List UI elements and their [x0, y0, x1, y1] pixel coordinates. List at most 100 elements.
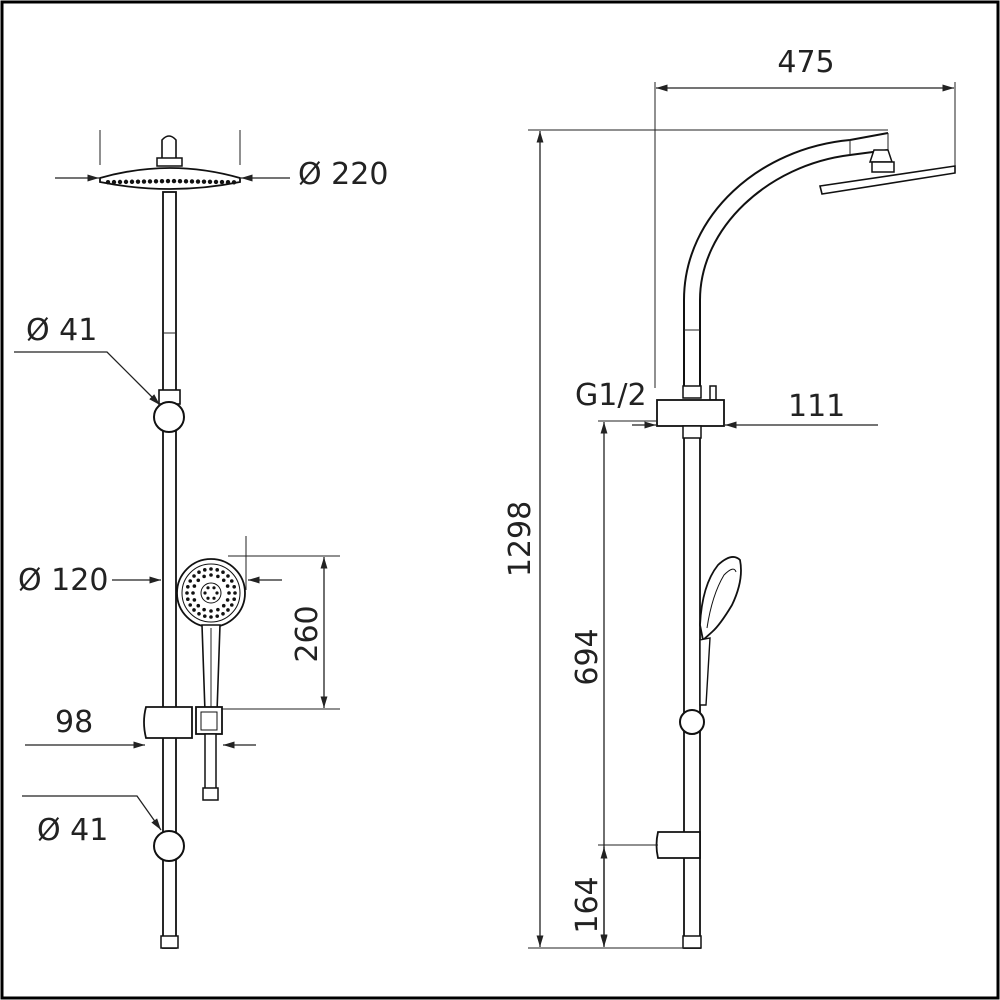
hand-nozzle: [186, 584, 190, 589]
rain-nozzle: [129, 179, 135, 184]
hand-nozzle: [215, 591, 219, 595]
rain-nozzle: [219, 179, 225, 185]
hand-nozzle: [191, 591, 195, 595]
hand-nozzle: [215, 614, 220, 618]
rain-nozzle: [195, 179, 201, 184]
hand-nozzle: [232, 584, 236, 589]
rain-nozzle: [153, 179, 159, 184]
hand-nozzle: [209, 609, 213, 613]
rain-nozzle: [177, 179, 183, 184]
hand-nozzle: [203, 591, 207, 595]
hand-nozzle: [225, 584, 230, 588]
hand-nozzle: [185, 591, 189, 595]
hand-nozzle: [232, 597, 236, 602]
hand-nozzle: [202, 614, 207, 618]
hand-nozzle: [216, 574, 220, 579]
hand-nozzle: [196, 578, 201, 583]
side-rain-head: [819, 149, 956, 195]
front-slider-holder: [143, 706, 223, 801]
rain-nozzle: [135, 179, 141, 184]
hand-nozzle: [209, 567, 213, 571]
hand-nozzle: [197, 570, 201, 575]
upper-bracket-diameter-label: Ø 41: [26, 313, 97, 348]
hand-nozzle: [229, 579, 234, 583]
hand-nozzle: [226, 608, 230, 612]
hand-nozzle: [192, 574, 196, 578]
hand-nozzle: [221, 603, 226, 608]
rain-nozzle: [141, 179, 147, 184]
inlet-thread-label: G1/2: [575, 378, 647, 413]
hand-nozzle: [186, 597, 190, 602]
rain-nozzle: [147, 179, 153, 184]
hand-nozzle: [206, 596, 210, 600]
rain-nozzle: [189, 179, 195, 184]
side-diverter-body: [656, 385, 725, 439]
hand-nozzle: [215, 568, 220, 572]
rain-nozzle: [207, 179, 213, 184]
hand-nozzle: [196, 603, 201, 608]
rain-nozzle: [105, 180, 111, 185]
hand-nozzle: [221, 570, 225, 575]
hand-nozzle: [192, 584, 197, 588]
hand-nozzle: [192, 608, 196, 612]
hand-nozzle: [229, 603, 234, 607]
front-upper-wall-bracket: [153, 389, 185, 433]
rain-nozzle: [171, 178, 177, 184]
inlet-height-label: 694: [570, 628, 605, 685]
hand-shower-diameter-label: Ø 120: [18, 563, 108, 598]
side-wall-bracket: [679, 709, 705, 735]
rain-nozzle: [159, 178, 165, 184]
hand-nozzle: [197, 611, 201, 616]
rain-nozzle: [117, 179, 123, 185]
hand-nozzle: [212, 596, 216, 600]
side-hand-shower: [699, 556, 742, 706]
rain-nozzle: [231, 180, 237, 185]
total-height-label: 1298: [503, 501, 538, 577]
side-arm-inner: [699, 149, 889, 393]
rain-nozzle: [201, 179, 207, 184]
rain-nozzle: [123, 179, 129, 185]
rain-nozzle: [111, 179, 117, 185]
side-riser-pipe: [683, 427, 701, 949]
holder-depth-label: 98: [55, 705, 93, 740]
front-lower-wall-bracket: [153, 830, 185, 862]
hand-nozzle: [206, 586, 210, 590]
rain-nozzle: [165, 178, 171, 184]
bottom-height-label: 164: [570, 876, 605, 933]
side-pipe-cap: [682, 935, 702, 949]
hand-nozzle: [212, 586, 216, 590]
hand-nozzle: [227, 591, 231, 595]
hand-nozzle: [216, 607, 220, 612]
hand-nozzle: [202, 607, 206, 612]
lower-bracket-diameter-label: Ø 41: [37, 813, 108, 848]
arm-reach-label: 475: [777, 45, 834, 80]
hand-nozzle: [188, 603, 193, 607]
rain-nozzle: [213, 179, 219, 185]
side-slider-holder: [655, 831, 701, 859]
side-view: 475 1298 G1/2 111 694 164: [503, 45, 956, 949]
hand-nozzle: [188, 579, 193, 583]
hand-nozzle: [221, 611, 225, 616]
rain-nozzle: [183, 179, 189, 184]
hand-nozzle: [221, 578, 226, 583]
front-pipe-cap: [160, 935, 179, 949]
hand-shower-height-label: 260: [290, 605, 325, 662]
front-view: Ø 220 Ø 41 Ø 120 260: [14, 130, 388, 949]
hand-nozzle: [226, 574, 230, 578]
rain-nozzle: [225, 179, 231, 185]
side-arm-outer: [683, 132, 889, 393]
hand-nozzle: [192, 598, 197, 602]
front-hand-shower: [176, 558, 246, 713]
hand-nozzle: [233, 591, 237, 595]
inlet-depth-label: 111: [788, 389, 845, 424]
hand-nozzle: [225, 598, 230, 602]
rain-head-diameter-label: Ø 220: [298, 157, 388, 192]
hand-nozzle: [209, 615, 213, 619]
front-rain-head: [99, 135, 241, 190]
hand-nozzle: [202, 574, 206, 579]
hand-nozzle: [202, 568, 207, 572]
hand-nozzle: [209, 573, 213, 577]
